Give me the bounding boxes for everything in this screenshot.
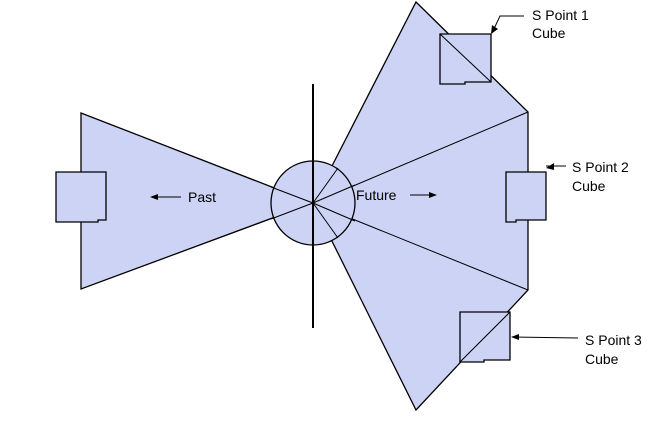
future-label: Future [356,187,397,203]
s-point-1-leader [491,15,524,34]
future-arrow [410,192,437,198]
s-point-3-label-line2: Cube [585,351,619,367]
s-point-2-label-line2: Cube [572,178,606,194]
past-arrow [150,194,181,200]
circle-ray-4 [270,202,314,220]
s-point-1-cube-diagonal [439,33,492,83]
past-label: Past [188,189,216,205]
s-point-3-cube-diagonal [459,311,511,363]
s-point-2-leader [546,163,566,170]
circle-ray-5 [312,184,356,204]
circle-ray-6 [312,202,356,222]
s-point-3-label-line1: S Point 3 [585,332,642,348]
s-point-1-label-line2: Cube [532,25,566,41]
circle-ray-3 [270,186,314,204]
s-point-2-label-line1: S Point 2 [572,159,629,175]
circle-ray-1 [312,167,339,204]
s-point-3-leader [511,334,579,340]
past-cube [55,171,107,223]
circle-ray-2 [312,202,339,239]
s-point-2-cube [505,171,547,223]
s-point-1-label-line1: S Point 1 [532,7,589,23]
